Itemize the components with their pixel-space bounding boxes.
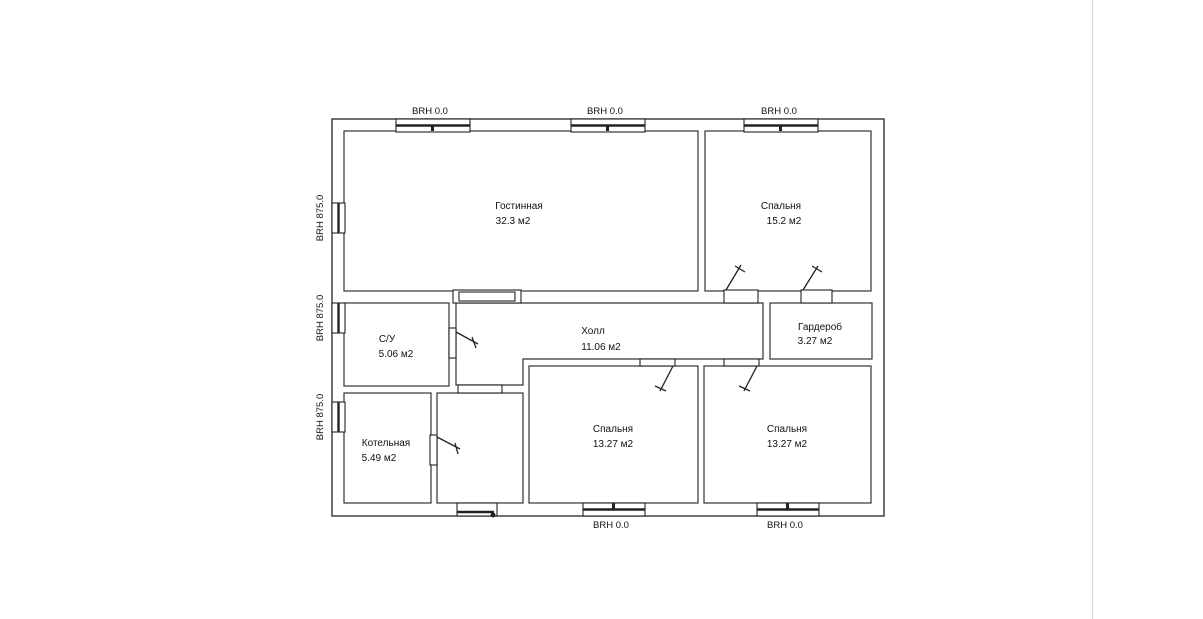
- entrance-door-bottom: [456, 502, 498, 518]
- door-bedroom-se: [723, 358, 760, 392]
- window-top-2-label: BRH 0.0: [587, 106, 623, 117]
- room-wardrobe: [769, 302, 873, 360]
- room-bedroom-se-name: Спальня: [767, 424, 807, 435]
- room-wardrobe-name: Гардероб: [798, 321, 842, 333]
- window-left-1: [331, 202, 346, 234]
- window-top-3: [743, 118, 819, 133]
- door-bedroom-ne-2: [800, 265, 833, 304]
- window-left-2-label: BRH 875.0: [315, 295, 326, 341]
- window-top-1-label: BRH 0.0: [412, 106, 448, 117]
- room-living: [343, 130, 699, 292]
- opening-hall-vestibule: [457, 384, 503, 394]
- room-bathroom-area: 5.06 м2: [379, 349, 414, 360]
- room-boiler-name: Котельная: [362, 438, 410, 449]
- window-bottom-2-label: BRH 0.0: [767, 520, 803, 531]
- door-bedroom-middle: [639, 358, 676, 392]
- room-wardrobe-area: 3.27 м2: [798, 336, 833, 347]
- window-left-3: [331, 401, 346, 433]
- window-top-1: [395, 118, 471, 133]
- room-hall-area: 11.06 м2: [581, 342, 621, 353]
- room-bedroom-middle-name: Спальня: [593, 424, 633, 435]
- room-bedroom-ne-name: Спальня: [761, 201, 801, 212]
- window-left-2: [331, 302, 346, 334]
- page-edge-divider: [1092, 0, 1093, 619]
- room-bedroom-se-area: 13.27 м2: [767, 439, 808, 450]
- room-bedroom-ne-area: 15.2 м2: [767, 216, 802, 227]
- window-bottom-1-label: BRH 0.0: [593, 520, 629, 531]
- room-living-area: 32.3 м2: [496, 216, 531, 227]
- window-bottom-1: [582, 502, 646, 517]
- room-hall-name: Холл: [581, 326, 605, 337]
- window-bottom-2: [756, 502, 820, 517]
- door-bedroom-ne-1: [723, 264, 759, 304]
- window-left-3-label: BRH 875.0: [315, 394, 326, 440]
- room-bedroom-ne: [704, 130, 872, 292]
- room-living-name: Гостинная: [495, 201, 543, 212]
- window-top-2: [570, 118, 646, 133]
- opening-living-hall: [452, 289, 522, 304]
- window-top-3-label: BRH 0.0: [761, 106, 797, 117]
- room-bedroom-se: [703, 365, 872, 504]
- room-bathroom-name: С/У: [379, 334, 396, 345]
- room-bathroom: [343, 302, 450, 387]
- room-bedroom-middle: [528, 365, 699, 504]
- room-hall: [455, 302, 764, 386]
- room-boiler-area: 5.49 м2: [362, 453, 397, 464]
- door-boiler: [429, 434, 461, 466]
- window-left-1-label: BRH 875.0: [315, 195, 326, 241]
- room-vestibule: [436, 392, 524, 504]
- room-bedroom-middle-area: 13.27 м2: [593, 439, 634, 450]
- door-bathroom: [448, 327, 479, 359]
